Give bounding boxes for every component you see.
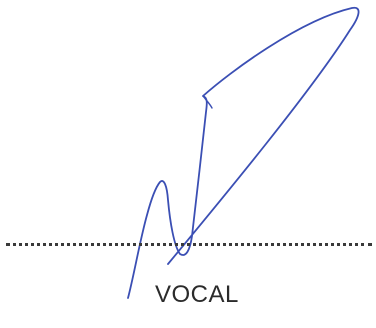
signature-line bbox=[6, 243, 372, 246]
signer-role-label: VOCAL bbox=[155, 281, 239, 308]
